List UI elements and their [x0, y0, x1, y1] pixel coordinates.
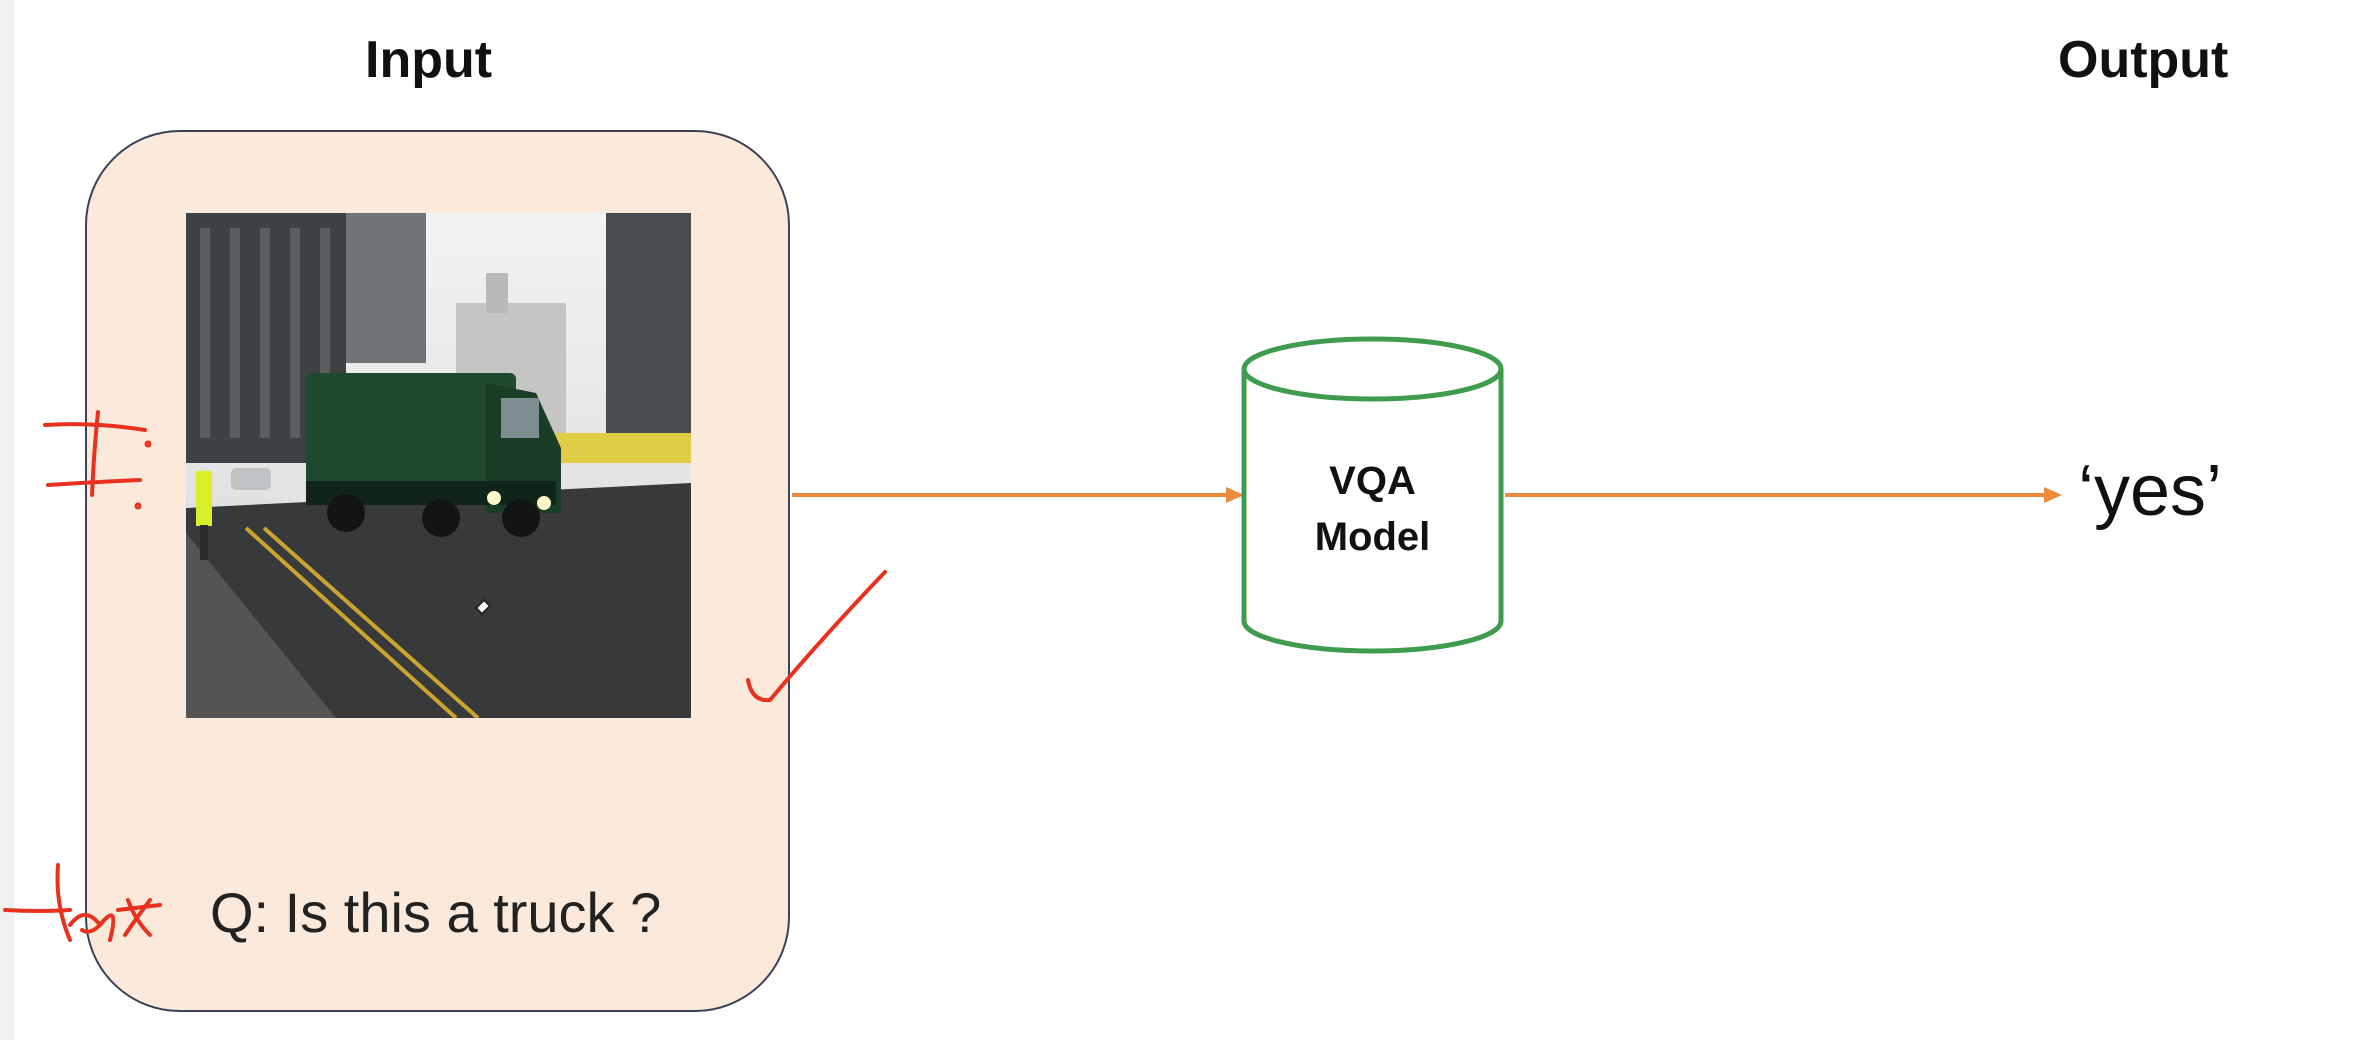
model-label-line-1: VQA: [1329, 459, 1416, 503]
output-heading: Output: [2058, 31, 2229, 89]
model-label-line-2: Model: [1314, 515, 1431, 559]
model-to-output-arrowhead: [2044, 487, 2062, 503]
model-label: VQA Model: [1240, 453, 1505, 565]
input-heading: Input: [365, 31, 493, 89]
question-text: Q: Is this a truck ?: [210, 881, 662, 944]
truck-photo: [186, 213, 691, 718]
cylinder-icon: [1241, 336, 1504, 654]
answer-text: ‘yes’: [2078, 451, 2223, 531]
pencil-cursor-icon: [474, 598, 492, 616]
vqa-model-node: VQA Model: [1240, 335, 1505, 655]
input-to-model-arrowhead: [1226, 487, 1244, 503]
left-edge-strip: [0, 0, 14, 1040]
